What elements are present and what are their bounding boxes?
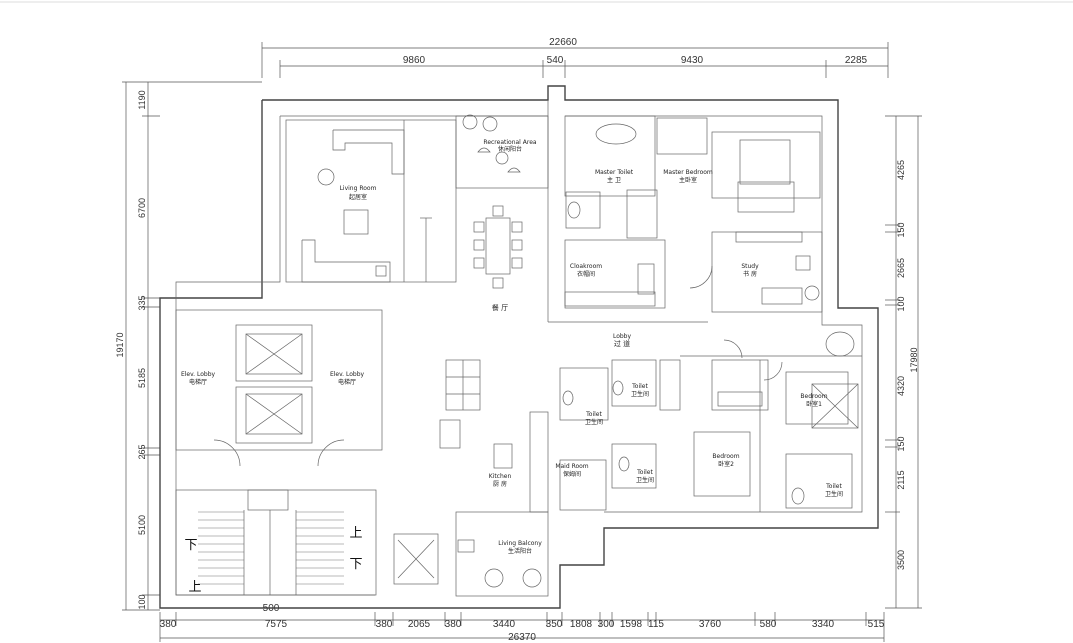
bath3-en: Toilet [636,469,653,476]
study-en: Study [741,263,759,270]
top-dimensions: 22660 9860 540 9430 2285 [261,37,889,78]
dining-area: 餐 厅 [420,205,523,312]
dim-left-6: 5100 [137,515,147,535]
bedroom1-en: Bedroom [800,393,827,400]
dim-right-4: 100 [896,296,906,311]
master-bath-cn: 主 卫 [607,176,621,184]
kitchen-cn: 厨 房 [493,480,507,488]
bath4-en: Toilet [825,483,842,490]
dim-bottom-total: 26370 [508,632,536,643]
balcony-en: Living Balcony [498,540,542,547]
master-bed-cn: 主卧室 [679,176,697,184]
dim-top-3: 9430 [681,55,704,66]
living-room: Living Room 起居室 [285,119,457,283]
dim-bottom-8: 1808 [570,619,593,630]
dim-bottom-13: 580 [760,619,777,630]
bottom-dimensions: 380 7575 380 2065 380 3440 350 1808 300 … [159,603,885,643]
bath1-en: Toilet [585,411,602,418]
stair-down-left: 下 [184,538,197,553]
master-bed-en: Master Bedroom [663,169,713,176]
dim-left-1: 1190 [137,90,147,109]
bath2-cn: 卫生间 [631,390,649,398]
elev-right-cn: 电梯厅 [338,378,356,386]
elev-left-en: Elev. Lobby [181,371,216,378]
dim-right-8: 3500 [896,550,906,570]
dim-bottom-14: 3340 [812,619,835,630]
bedroom2-en: Bedroom [712,453,739,460]
dim-bottom-10: 1598 [620,619,643,630]
dim-bottom-1: 380 [160,619,177,630]
dim-right-5: 4320 [896,376,906,396]
left-dimensions: 19170 1190 6700 335 5185 265 5100 100 [115,81,262,611]
dim-right-6: 150 [896,436,906,451]
master-suite: Master Toilet 主 卫 Master Bedroom 主卧室 [564,115,821,239]
corridor-cn: 过 道 [614,339,630,348]
leisure-balcony: Recreational Area 休闲阳台 [455,114,549,189]
study-room: Study 书 房 [689,231,823,313]
maid-en: Maid Room [555,463,588,470]
dim-left-total: 19170 [115,332,125,357]
stair-up-left: 上 [188,580,201,595]
dim-bottom-3: 380 [376,619,393,630]
dim-bottom-5: 380 [445,619,462,630]
dim-top-1: 9860 [403,55,426,66]
dim-left-4: 5185 [137,368,147,388]
dim-right-7: 2115 [896,470,906,489]
dim-bottom-9: 300 [598,619,615,630]
bath4-cn: 卫生间 [825,490,843,498]
elev-left-cn: 电梯厅 [189,378,207,386]
living-room-cn: 起居室 [349,193,367,201]
elevator-core: Elev. Lobby 电梯厅 Elev. Lobby 电梯厅 [175,309,383,467]
bath3-cn: 卫生间 [636,476,654,484]
bedroom1-cn: 卧室1 [806,400,822,408]
dining-cn: 餐 厅 [492,303,508,312]
bedroom2-cn: 卧室2 [718,460,734,468]
bedroom-wing: Toilet 卫生间 Toilet 卫生间 Toilet 卫生间 Bedroom… [559,331,862,512]
dim-left-5: 265 [137,444,147,459]
stair-down-right: 下 [349,557,362,572]
cloak-en: Cloakroom [570,263,602,270]
maid-cn: 保姆间 [563,470,581,478]
dim-bottom-6: 3440 [493,619,516,630]
dim-left-7: 100 [137,594,147,609]
dim-right-1: 4265 [896,160,906,180]
dim-right-2: 150 [896,222,906,237]
leisure-cn: 休闲阳台 [498,145,522,153]
bath2-en: Toilet [631,383,648,390]
dim-bottom-4: 2065 [408,619,431,630]
master-bath-en: Master Toilet [595,169,634,176]
dim-bottom-7: 350 [546,619,563,630]
kitchen-en: Kitchen [489,473,512,480]
study-cn: 书 房 [743,270,757,278]
dim-right-3: 2665 [896,258,906,278]
dim-top-4: 2285 [845,55,868,66]
stairwell: 下 上 上 下 [175,489,439,596]
bath1-cn: 卫生间 [585,418,603,426]
leisure-en: Recreational Area [483,139,536,146]
balcony-cn: 生活阳台 [508,547,532,555]
corridor-en: Lobby [613,333,632,340]
stair-up-right: 上 [349,526,362,541]
dim-left-3: 335 [137,295,147,310]
cloak-cn: 衣帽间 [577,270,595,278]
dim-top-total: 22660 [549,37,577,48]
kitchen-area: Kitchen 厨 房 Maid Room 保姆间 Living Balcony… [439,359,607,597]
dim-right-total: 17980 [909,347,919,372]
dim-left-2: 6700 [137,198,147,218]
dim-bottom-2: 7575 [265,619,288,630]
cloakroom: Cloakroom 衣帽间 [564,239,666,309]
dim-top-2: 540 [547,55,564,66]
dim-bottom-15: 515 [868,619,885,630]
dim-bottom-11: 115 [648,619,664,630]
right-dimensions: 17980 4265 150 2665 100 4320 150 2115 35… [885,115,922,609]
dim-bottom-12: 3760 [699,619,722,630]
outer-walls [159,85,879,609]
elev-right-en: Elev. Lobby [330,371,365,378]
living-room-en: Living Room [340,185,377,192]
